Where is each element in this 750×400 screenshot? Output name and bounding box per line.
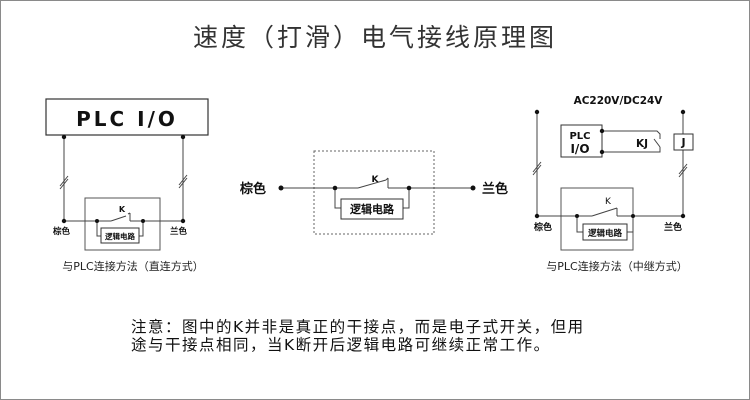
break-mark-right <box>178 177 188 189</box>
terminal-dot <box>631 214 635 218</box>
switch-k-blade <box>110 215 127 222</box>
note-line-1: 注意：图中的K并非是真正的干接点，而是电子式开关，但用 <box>131 318 585 336</box>
logic-lead-right <box>627 216 634 233</box>
relay-contact-bottom-wire <box>602 147 661 153</box>
blue-wire-label: 兰色 <box>664 221 682 233</box>
brown-wire-label: 棕色 <box>239 181 266 197</box>
logic-circuit-label: 逻辑电路 <box>104 231 135 241</box>
logic-box <box>100 227 140 244</box>
direct-connection-caption: 与PLC连接方法（直连方式） <box>62 259 203 273</box>
terminal-dot <box>680 213 686 219</box>
sensor-dashed-box <box>313 150 435 235</box>
break-mark-left <box>532 164 542 176</box>
sensor-box <box>84 197 161 251</box>
relay-coil-label: J <box>680 136 685 149</box>
relay-coil-box <box>673 133 694 151</box>
switch-k-blade <box>591 207 618 217</box>
terminal-dot <box>61 134 67 140</box>
terminal-dot <box>141 219 145 223</box>
terminal-dot <box>534 213 540 219</box>
terminal-dot <box>680 109 686 115</box>
break-mark-left-2 <box>59 175 69 187</box>
plc-io-label: PLC I/O <box>76 107 178 131</box>
logic-lead-left <box>576 216 583 233</box>
note-line-2: 途与干接点相同，当K断开后逻辑电路可继续正常工作。 <box>131 336 551 354</box>
terminal-dot <box>95 219 99 223</box>
break-mark-left <box>59 178 69 190</box>
relay-contact-top-wire <box>602 130 661 139</box>
terminal-dot <box>599 149 605 155</box>
terminal-dot <box>180 134 186 140</box>
right-diagram <box>532 109 694 251</box>
relay-contact-kj <box>653 138 661 148</box>
logic-circuit-label: 逻辑电路 <box>350 202 395 216</box>
logic-lead-left <box>334 188 341 209</box>
note-text: 注意：图中的K并非是真正的干接点，而是电子式开关，但用 途与干接点相同，当K断开… <box>131 318 585 354</box>
plc-io-box <box>45 98 209 136</box>
brown-wire-label: 棕色 <box>52 226 71 237</box>
terminal-dot <box>180 218 186 224</box>
switch-k-label: K <box>119 205 126 214</box>
terminal-dot <box>470 185 476 191</box>
switch-k-blade <box>357 179 387 189</box>
switch-k-label: K <box>605 197 612 207</box>
break-mark-right-2 <box>178 174 188 186</box>
blue-wire-label: 兰色 <box>482 181 508 197</box>
relay-connection-caption: 与PLC连接方法（中继方式） <box>546 259 687 273</box>
center-diagram <box>278 150 476 235</box>
logic-lead-left <box>96 221 101 237</box>
terminal-dot <box>278 185 284 191</box>
logic-box <box>582 223 628 241</box>
terminal-dot <box>332 185 338 191</box>
logic-circuit-label: 逻辑电路 <box>587 228 623 239</box>
left-diagram <box>45 98 209 251</box>
sensor-box <box>560 187 634 251</box>
plc-io-box <box>560 124 603 158</box>
logic-lead-right <box>403 188 410 209</box>
relay-contact-label: KJ <box>636 138 648 150</box>
io-label: I/O <box>570 142 589 156</box>
blue-wire-label: 兰色 <box>170 226 188 237</box>
terminal-dot <box>61 218 67 224</box>
terminal-dot <box>406 185 412 191</box>
page-title: 速度（打滑）电气接线原理图 <box>192 23 557 52</box>
logic-lead-right <box>139 221 144 237</box>
break-mark-right <box>678 166 688 178</box>
plc-label: PLC <box>569 131 590 142</box>
brown-wire-label: 棕色 <box>533 221 552 233</box>
switch-k-label: K <box>372 175 380 185</box>
terminal-dot <box>575 214 579 218</box>
terminal-dot <box>599 128 605 134</box>
supply-voltage-label: AC220V/DC24V <box>574 95 664 107</box>
terminal-dot <box>534 109 540 115</box>
logic-box <box>340 198 404 220</box>
